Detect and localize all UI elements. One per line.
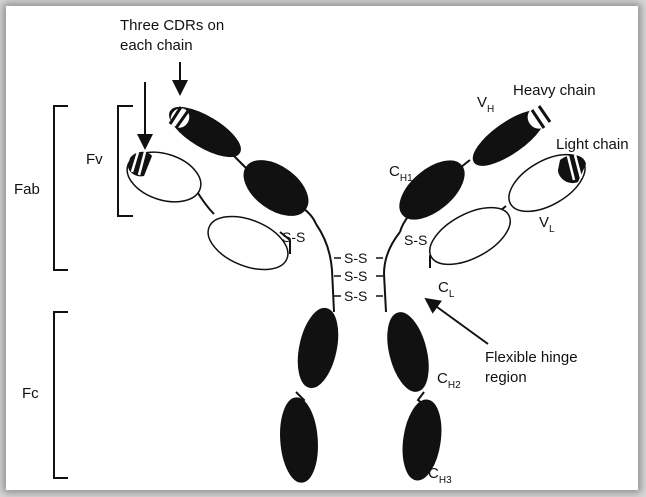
fc-bracket (54, 312, 68, 478)
vh-label: VH (477, 94, 494, 115)
left-ch3-domain (278, 397, 320, 483)
ch1-label: CH1 (389, 163, 413, 184)
ch2-label: CH2 (437, 370, 461, 391)
hinge-right-strand (384, 232, 400, 312)
cdr-label-line1: Three CDRs on (120, 17, 224, 34)
antibody-diagram: Three CDRs on each chain Heavy chain Lig… (6, 6, 638, 490)
left-vl-domain (121, 143, 207, 210)
diagram-frame: Three CDRs on each chain Heavy chain Lig… (6, 6, 638, 490)
cdr-label-line2: each chain (120, 37, 193, 54)
hinge-left-strand (316, 224, 334, 312)
fc-label: Fc (22, 385, 39, 402)
fab-label: Fab (14, 181, 40, 198)
hinge-disulfide-2: S-S (344, 268, 367, 284)
hinge-label-line2: region (485, 369, 527, 386)
left-light-link-1 (196, 190, 214, 214)
right-disulfide-label: S-S (404, 232, 427, 248)
hinge-disulfide-1: S-S (344, 250, 367, 266)
hinge-label-line1: Flexible hinge (485, 349, 578, 366)
left-disulfide-label: S-S (282, 229, 305, 245)
fab-bracket (54, 106, 68, 270)
ch3-label: CH3 (428, 465, 452, 486)
light-chain-label: Light chain (556, 136, 629, 153)
cl-label: CL (438, 279, 455, 300)
vl-label: VL (539, 214, 555, 235)
heavy-chain-label: Heavy chain (513, 82, 596, 99)
left-vh-domain (163, 99, 247, 166)
right-vl-domain (500, 143, 595, 223)
fv-label: Fv (86, 151, 103, 168)
hinge-arrow (426, 299, 488, 344)
hinge-disulfide-3: S-S (344, 288, 367, 304)
left-ch2-domain (292, 305, 344, 391)
right-ch2-domain (381, 309, 435, 395)
left-ch1-domain (235, 150, 318, 226)
